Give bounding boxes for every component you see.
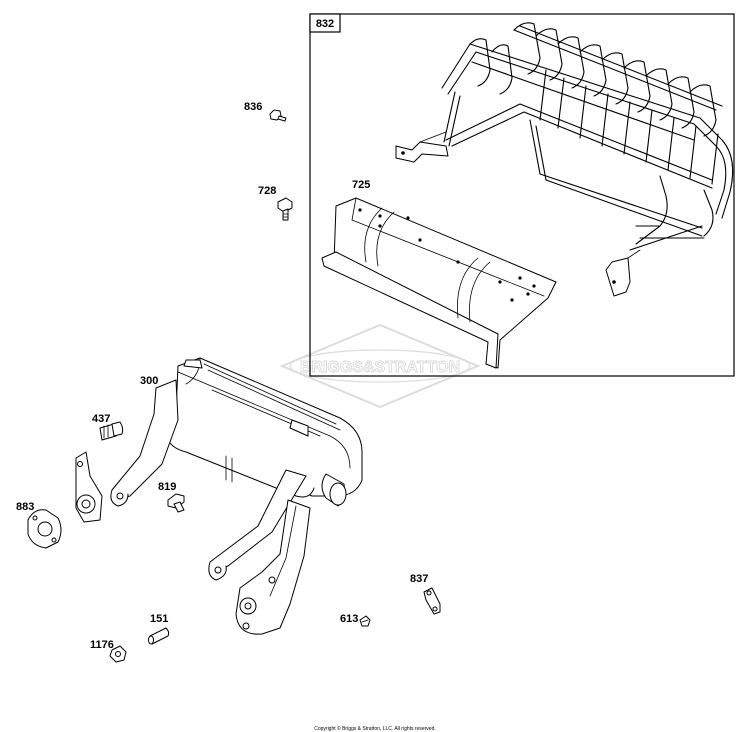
- heat-shield-plate-725[interactable]: [321, 197, 557, 369]
- assembly-832-tag: [309, 13, 341, 33]
- briggs-stratton-watermark: BRIGGS&STRATTON: [279, 323, 481, 409]
- nut-1176[interactable]: [109, 645, 127, 663]
- bracket-837[interactable]: [423, 587, 441, 615]
- bolt-437[interactable]: [99, 421, 124, 441]
- pin-151[interactable]: [148, 627, 170, 645]
- callout-437[interactable]: 437: [92, 413, 110, 425]
- callout-300[interactable]: 300: [140, 375, 158, 387]
- callout-1176[interactable]: 1176: [90, 639, 114, 651]
- muffler-300[interactable]: [75, 357, 363, 635]
- gasket-883[interactable]: [27, 509, 62, 549]
- callout-728[interactable]: 728: [258, 185, 276, 197]
- callout-725[interactable]: 725: [352, 179, 370, 191]
- screw-613[interactable]: [359, 615, 371, 627]
- callout-819[interactable]: 819: [158, 481, 176, 493]
- callout-613[interactable]: 613: [340, 613, 358, 625]
- bolt-728[interactable]: [277, 197, 293, 221]
- callout-832[interactable]: 832: [316, 18, 334, 30]
- screw-836[interactable]: [269, 109, 287, 122]
- assembly-832-frame: [309, 13, 735, 377]
- callout-837[interactable]: 837: [410, 573, 428, 585]
- watermark-text: BRIGGS&STRATTON: [300, 359, 460, 376]
- copyright-text: Copyright © Briggs & Stratton, LLC. All …: [314, 725, 436, 732]
- muffler-guard-cage[interactable]: [395, 22, 734, 297]
- callout-836[interactable]: 836: [244, 101, 262, 113]
- bolt-819[interactable]: [167, 493, 185, 513]
- callout-151[interactable]: 151: [150, 613, 168, 625]
- callout-883[interactable]: 883: [16, 501, 34, 513]
